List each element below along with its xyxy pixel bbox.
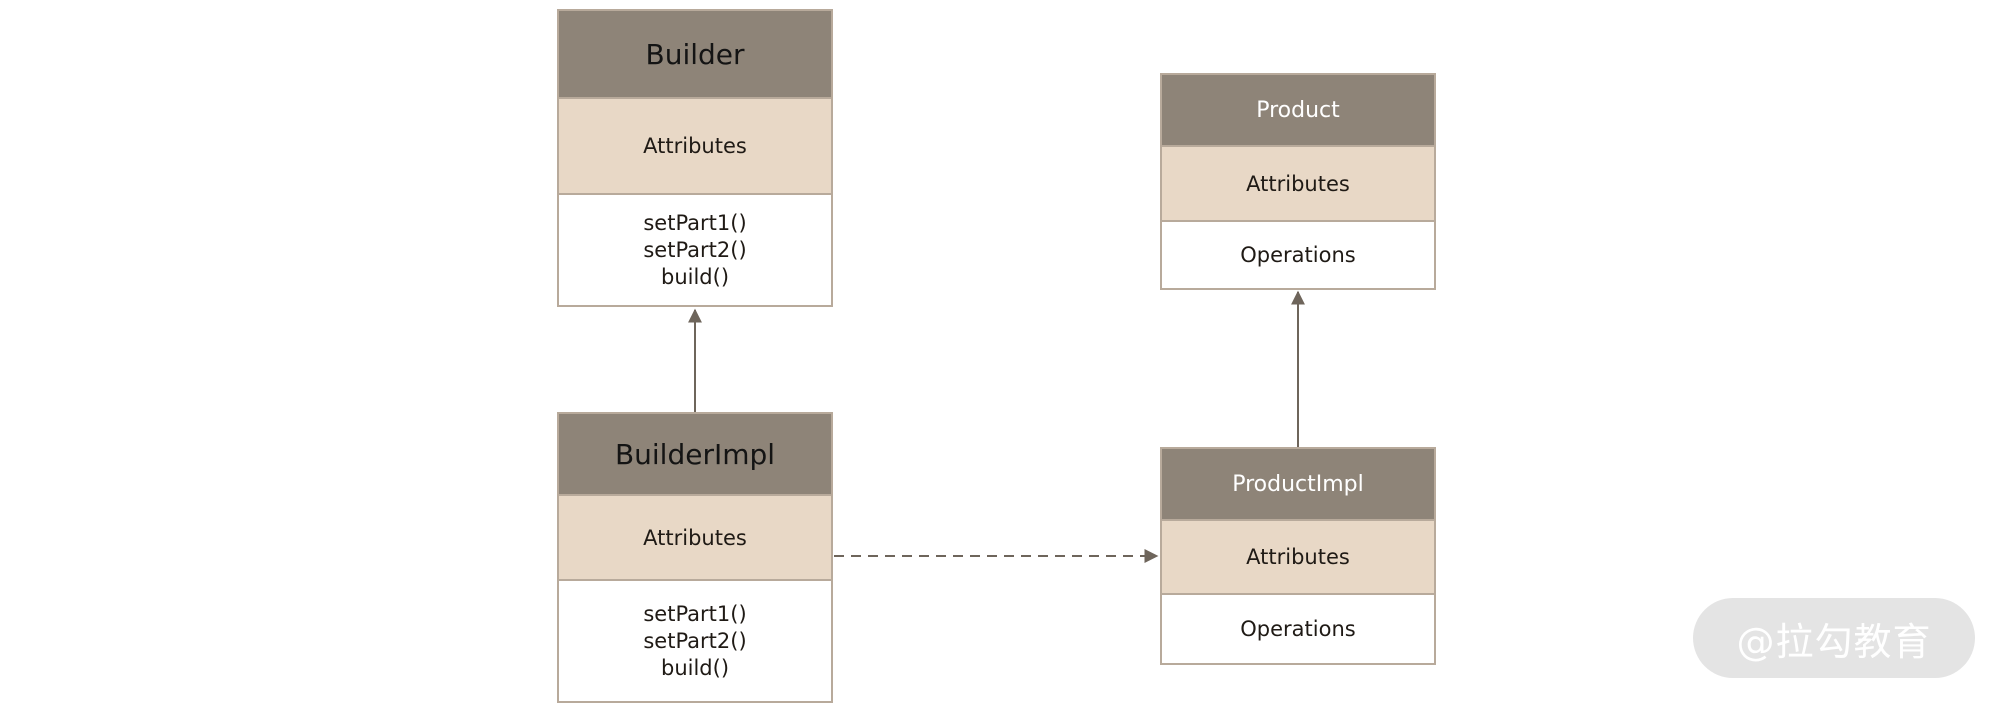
operation: build() — [660, 264, 730, 289]
class-name: ProductImpl — [1162, 449, 1434, 521]
class-box-builderimpl: BuilderImpl Attributes setPart1() setPar… — [557, 412, 833, 703]
class-operations: setPart1() setPart2() build() — [559, 581, 831, 701]
class-operations: Operations — [1162, 222, 1434, 288]
operation: build() — [660, 655, 730, 680]
operation: setPart2() — [643, 237, 747, 262]
class-operations: setPart1() setPart2() build() — [559, 195, 831, 305]
class-attributes: Attributes — [1162, 521, 1434, 595]
operation: setPart1() — [643, 601, 747, 626]
class-attributes: Attributes — [1162, 147, 1434, 222]
class-box-builder: Builder Attributes setPart1() setPart2()… — [557, 9, 833, 307]
class-box-productimpl: ProductImpl Attributes Operations — [1160, 447, 1436, 665]
watermark: @拉勾教育 — [1693, 598, 1975, 678]
class-operations: Operations — [1162, 595, 1434, 663]
operation: setPart2() — [643, 628, 747, 653]
class-attributes: Attributes — [559, 496, 831, 581]
class-name: Product — [1162, 75, 1434, 147]
class-name: BuilderImpl — [559, 414, 831, 496]
class-attributes: Attributes — [559, 99, 831, 195]
class-box-product: Product Attributes Operations — [1160, 73, 1436, 290]
operation: setPart1() — [643, 210, 747, 235]
class-name: Builder — [559, 11, 831, 99]
